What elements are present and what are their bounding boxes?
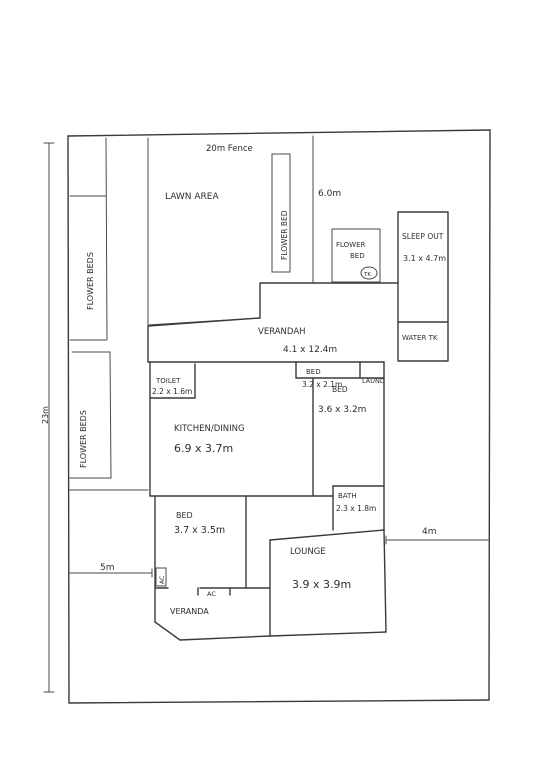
bed-2-label: BED xyxy=(332,385,348,394)
property-boundary xyxy=(67,129,491,704)
six-m-label: 6.0m xyxy=(318,189,341,199)
sleep-out-label: SLEEP OUT xyxy=(402,232,444,241)
four-m-label: 4m xyxy=(422,527,437,537)
verandah-size: 4.1 x 12.4m xyxy=(283,345,337,355)
sleep-out xyxy=(397,211,449,362)
toilet-size: 2.2 x 1.6m xyxy=(152,387,192,396)
flower-bed-small xyxy=(331,228,381,283)
veranda-label: VERANDA xyxy=(170,607,209,616)
ac-unit-left xyxy=(155,567,167,587)
lawn-area-lines xyxy=(147,137,261,326)
flower-bed-top xyxy=(271,153,291,273)
lounge-label: LOUNGE xyxy=(290,547,326,557)
ac-bottom-label: AC xyxy=(207,590,216,598)
five-m-label: 5m xyxy=(100,563,115,573)
flower-beds-lower-label: FLOWER BEDS xyxy=(79,410,88,468)
twenty-three-m-label: 23m xyxy=(41,406,50,424)
dimension-4m xyxy=(385,535,489,545)
flower-bed-small-label-2: BED xyxy=(350,252,365,260)
dimension-23m xyxy=(43,142,55,693)
verandah-label: VERANDAH xyxy=(258,327,306,337)
bath-label: BATH xyxy=(338,492,357,500)
tank-circle xyxy=(360,266,378,280)
fence-label: 20m Fence xyxy=(206,144,253,154)
sleep-out-size: 3.1 x 4.7m xyxy=(403,254,446,263)
house-walls xyxy=(149,361,387,641)
dimension-5m xyxy=(69,568,153,578)
ac-left-label: AC xyxy=(159,576,166,584)
toilet-label: TOILET xyxy=(155,377,181,385)
bed-1-size: 3.2 x 2.1m xyxy=(302,380,342,389)
flower-bed-small-label-1: FLOWER xyxy=(336,241,366,249)
bed-2-size: 3.6 x 3.2m xyxy=(318,405,366,415)
lawn-area-label: LAWN AREA xyxy=(165,192,219,202)
verandah xyxy=(147,282,399,363)
bed-3-label: BED xyxy=(176,511,193,520)
flower-beds-left xyxy=(69,137,149,491)
lounge-size: 3.9 x 3.9m xyxy=(292,578,351,591)
water-tank-label: WATER TK xyxy=(402,334,438,342)
flower-bed-top-label: FLOWER BED xyxy=(280,210,289,260)
flower-beds-upper-label: FLOWER BEDS xyxy=(86,252,95,310)
bed-3-size: 3.7 x 3.5m xyxy=(174,525,225,536)
laundry-label: LAUND xyxy=(362,377,385,385)
bath-size: 2.3 x 1.8m xyxy=(336,504,376,513)
bed-1-label: BED xyxy=(306,368,321,376)
tank-label: TK xyxy=(363,272,371,278)
kitchen-dining-label: KITCHEN/DINING xyxy=(174,424,245,434)
kitchen-dining-size: 6.9 x 3.7m xyxy=(174,442,233,455)
